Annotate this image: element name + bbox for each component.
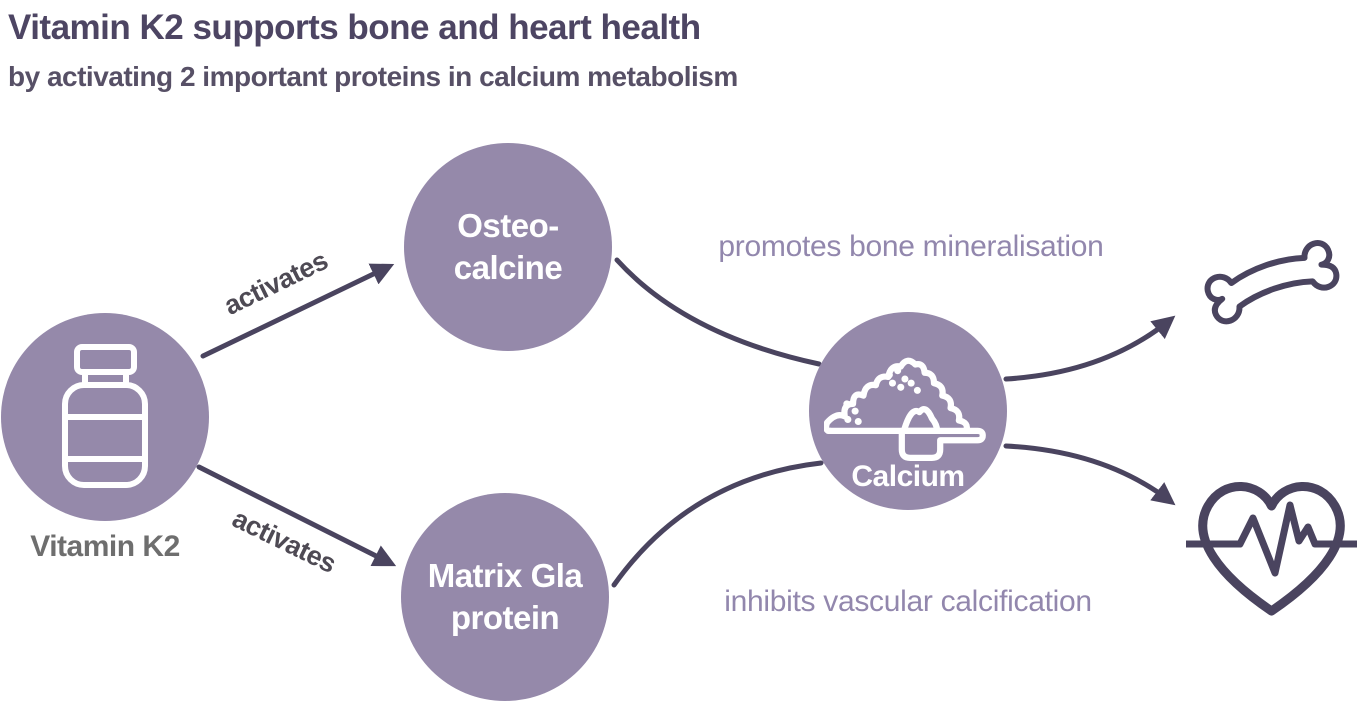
node-calcium: Calcium (809, 312, 1007, 510)
vitamin-k2-label: Vitamin K2 (30, 530, 180, 563)
caption-promotes-bone-mineralisation: promotes bone mineralisation (718, 230, 1104, 263)
bone-icon (1204, 240, 1340, 325)
page-title: Vitamin K2 supports bone and heart healt… (8, 8, 701, 47)
osteocalcine-label: Osteo- calcine (453, 206, 563, 286)
arrow-calcium-to-bone (1003, 315, 1176, 382)
calcium-label: Calcium (851, 459, 965, 493)
supplement-bottle-icon (62, 344, 148, 488)
caption-inhibits-vascular-calcification: inhibits vascular calcification (724, 585, 1092, 618)
node-vitamin-k2 (1, 313, 209, 521)
calcium-powder-scoop-icon (824, 357, 986, 461)
matrix-gla-label: Matrix Gla protein (427, 556, 583, 636)
node-osteocalcine: Osteo- calcine (404, 143, 612, 351)
node-matrix-gla-protein: Matrix Gla protein (401, 493, 609, 701)
arrow-calcium-to-heart (1003, 443, 1176, 506)
edge-label-activates-top: activates (219, 245, 333, 321)
heart-ecg-icon (1186, 482, 1357, 616)
link-osteo-to-calcium (614, 257, 822, 367)
link-matrix-to-calcium (611, 460, 824, 588)
page-subtitle: by activating 2 important proteins in ca… (8, 61, 738, 92)
